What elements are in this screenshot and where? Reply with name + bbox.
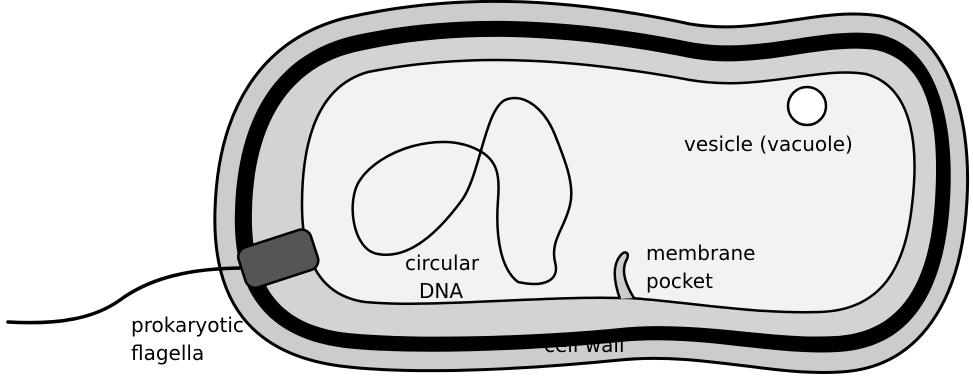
cell-wall-label: cell wall: [544, 333, 625, 357]
flagella-label-line1: prokaryotic: [131, 313, 244, 337]
dna-label-line1: circular: [405, 251, 480, 275]
flagella-label-line2: flagella: [131, 341, 204, 365]
dna-label-line2: DNA: [419, 279, 463, 303]
pocket-label-line1: membrane: [646, 241, 755, 265]
vesicle: [788, 87, 826, 125]
pocket-label-line2: pocket: [646, 269, 713, 293]
vesicle-label: vesicle (vacuole): [684, 132, 853, 156]
